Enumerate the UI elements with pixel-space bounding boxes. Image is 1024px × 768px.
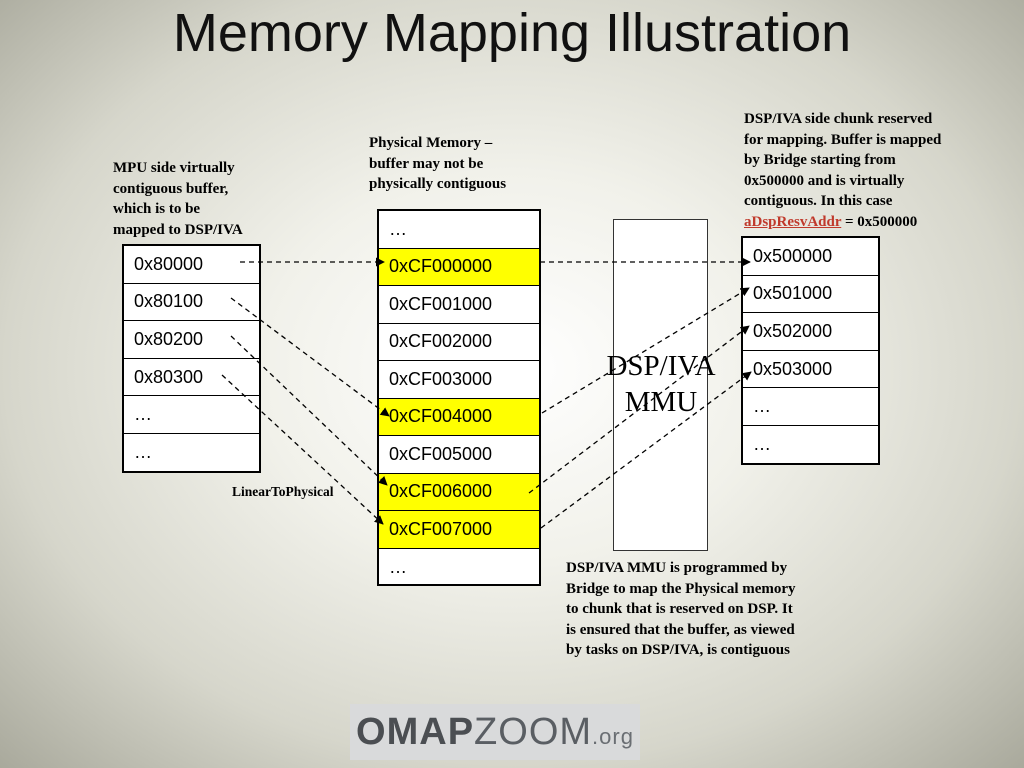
physical-address-cell: 0xCF006000 — [379, 473, 539, 511]
omapzoom-logo: OMAPZOOM.org — [350, 704, 640, 760]
dsp-address-cell: 0x503000 — [743, 351, 878, 389]
mpu-address-cell: 0x80200 — [124, 321, 259, 359]
dsp-address-cell: … — [743, 388, 878, 426]
dsp-address-cell: 0x500000 — [743, 238, 878, 276]
dsp-iva-mmu-box — [613, 219, 708, 551]
arrow-mpu-0x80300-to-cf007000 — [221, 374, 384, 525]
dsp-chunk-note-text: DSP/IVA side chunk reserved for mapping.… — [744, 111, 942, 209]
physical-memory-note: Physical Memory – buffer may not be phys… — [369, 135, 507, 192]
mmu-programming-note: DSP/IVA MMU is programmed by Bridge to m… — [566, 560, 796, 658]
arrow-cf007000-to-503000 — [540, 371, 752, 529]
physical-address-cell: 0xCF004000 — [379, 398, 539, 436]
physical-address-cell: 0xCF005000 — [379, 436, 539, 474]
logo-text: OMAPZOOM.org — [356, 711, 634, 754]
physical-address-cell: 0xCF003000 — [379, 361, 539, 399]
mpu-address-cell: 0x80100 — [124, 284, 259, 322]
physical-address-cell: 0xCF001000 — [379, 286, 539, 324]
page-title: Memory Mapping Illustration — [172, 3, 852, 63]
mpu-address-cell: 0x80300 — [124, 359, 259, 397]
physical-address-cell: 0xCF007000 — [379, 511, 539, 549]
dsp-address-cell: 0x501000 — [743, 276, 878, 314]
dsp-chunk-note: DSP/IVA side chunk reserved for mapping.… — [744, 109, 941, 232]
mpu-address-cell: … — [134, 442, 152, 463]
logo-part-omap: OMAP — [356, 710, 475, 753]
dsp-address-cell: … — [753, 434, 771, 455]
dsp-resv-addr-value: = 0x500000 — [841, 213, 918, 230]
arrow-mpu-0x80200-to-cf006000 — [230, 335, 388, 486]
arrow-mpu-0x80100-to-cf004000 — [230, 297, 390, 417]
logo-part-org: .org — [592, 723, 634, 749]
mpu-note: MPU side virtually contiguous buffer, wh… — [113, 160, 243, 238]
dsp-resv-addr-name: aDspResvAddr — [744, 213, 842, 230]
arrow-cf006000-to-502000 — [528, 325, 750, 494]
physical-address-cell: … — [379, 211, 539, 249]
mpu-address-cell: … — [124, 396, 259, 434]
physical-address-cell: … — [389, 556, 407, 577]
mpu-address-cell: 0x80000 — [124, 246, 259, 284]
physical-address-cell: 0xCF000000 — [379, 248, 539, 286]
logo-part-zoom: ZOOM — [474, 710, 593, 753]
physical-address-cell: 0xCF002000 — [379, 324, 539, 361]
arrow-cf004000-to-501000 — [541, 287, 750, 414]
linear-to-physical-label: LinearToPhysical — [232, 484, 334, 499]
dsp-address-cell: 0x502000 — [743, 313, 878, 351]
